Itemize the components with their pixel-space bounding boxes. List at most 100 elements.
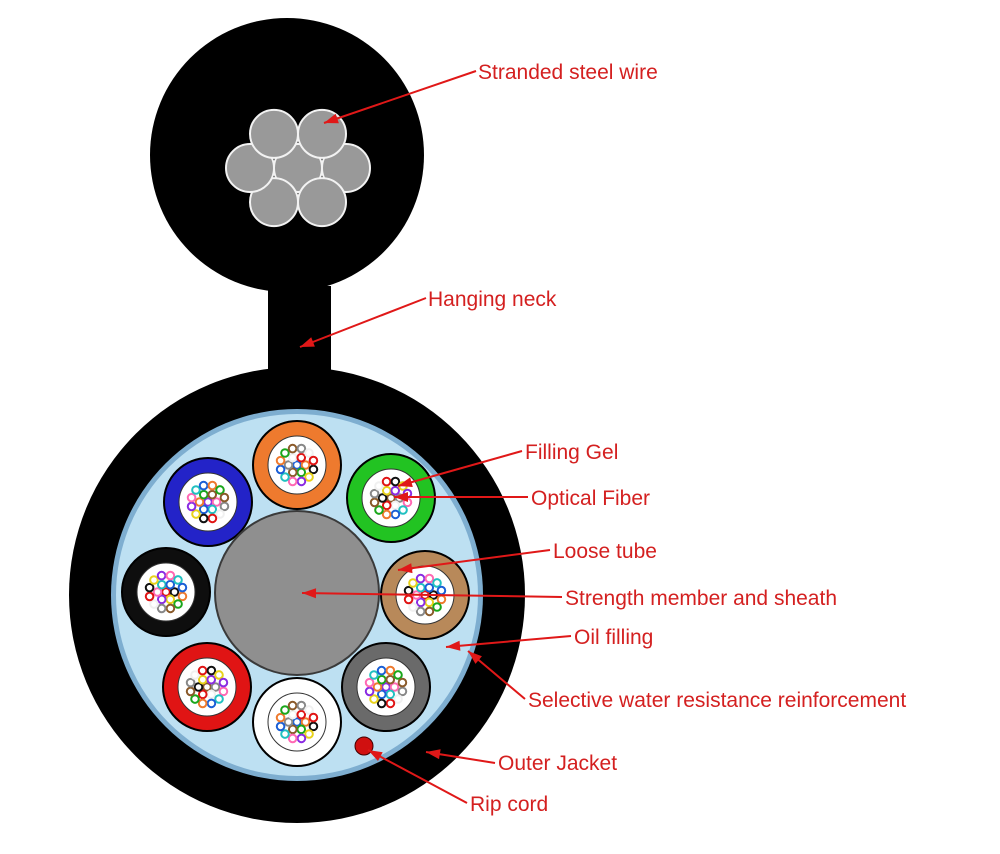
optical-fiber [397, 677, 408, 688]
leader-rip-cord-arrowhead [368, 750, 383, 762]
optical-fiber [300, 717, 311, 727]
optical-fiber [280, 472, 290, 482]
loose-tube-group [121, 420, 470, 767]
optical-fiber [304, 448, 314, 458]
leader-strength-member-arrowhead [302, 588, 317, 599]
optical-fiber [185, 686, 196, 697]
optical-fiber [169, 587, 180, 597]
optical-fiber [381, 485, 392, 496]
optical-fiber [292, 460, 302, 470]
label-outer-jacket: Outer Jacket [498, 752, 617, 775]
optical-fiber [156, 603, 167, 614]
optical-fiber [197, 689, 208, 700]
leader-hanging-neck-arrowhead [300, 337, 315, 347]
leader-stranded-steel-wire-arrowhead [324, 113, 339, 124]
optical-fiber [191, 485, 201, 495]
optical-fiber [161, 587, 171, 597]
optical-fiber [144, 582, 155, 593]
optical-fiber [376, 665, 387, 676]
leader-stranded-steel-wire [323, 70, 477, 124]
optical-fiber [207, 504, 218, 515]
optical-fiber [275, 464, 286, 475]
optical-fiber [206, 689, 217, 700]
optical-fiber [308, 712, 319, 723]
optical-fiber [381, 682, 391, 692]
optical-fiber [296, 733, 307, 744]
optical-fiber [308, 464, 319, 475]
optical-fiber [207, 489, 218, 500]
optical-fiber [308, 721, 319, 732]
loose-tube [121, 547, 211, 637]
optical-fiber [198, 513, 209, 524]
optical-fiber [206, 674, 217, 685]
optical-fiber [190, 670, 200, 680]
optical-fiber [389, 682, 400, 692]
optical-fiber [376, 689, 387, 700]
loose-tube [252, 420, 342, 510]
leader-loose-tube-arrowhead [398, 563, 413, 574]
steel-strand [321, 143, 371, 193]
label-rip-cord: Rip cord [470, 793, 548, 816]
optical-fiber [202, 682, 212, 692]
optical-fiber [415, 597, 426, 608]
optical-fiber [385, 698, 396, 709]
leader-rip-cord [367, 749, 468, 804]
optical-fiber [369, 670, 379, 680]
optical-fiber [397, 686, 408, 697]
optical-fiber [275, 455, 286, 466]
optical-fiber [304, 729, 314, 739]
steel-strand [297, 177, 347, 228]
optical-fiber [198, 504, 209, 515]
leader-water-resistance-arrowhead [468, 651, 482, 664]
optical-fiber [177, 582, 188, 593]
optical-fiber [185, 677, 196, 688]
label-optical-fiber: Optical Fiber [531, 487, 650, 510]
optical-fiber [173, 599, 183, 609]
optical-fiber [198, 489, 209, 500]
optical-fiber [173, 575, 183, 585]
optical-fiber [369, 488, 380, 499]
optical-fiber [386, 493, 396, 503]
optical-fiber [408, 602, 418, 612]
optical-fiber [207, 480, 218, 491]
label-strength-member: Strength member and sheath [565, 587, 837, 610]
optical-fiber [393, 670, 403, 680]
leader-lines [299, 70, 572, 804]
optical-fiber [206, 698, 217, 709]
optical-fiber [390, 485, 401, 496]
optical-fiber [214, 694, 224, 704]
optical-fiber [390, 476, 401, 487]
steel-strand [249, 177, 299, 228]
optical-fiber [424, 597, 435, 608]
optical-fiber [197, 698, 208, 709]
optical-fiber [374, 505, 384, 515]
optical-fiber [156, 594, 167, 605]
label-filling-gel: Filling Gel [525, 441, 618, 464]
optical-fiber [374, 481, 384, 491]
optical-fiber [193, 682, 204, 692]
optical-fiber [191, 509, 201, 519]
optical-fiber [292, 717, 302, 727]
optical-fiber [280, 705, 290, 715]
optical-fiber [197, 674, 208, 685]
optical-fiber [296, 724, 307, 735]
leader-optical-fiber-arrowhead [394, 492, 408, 502]
optical-fiber [275, 721, 286, 732]
optical-fiber [381, 509, 392, 520]
optical-fiber [280, 448, 290, 458]
optical-fiber [283, 717, 294, 727]
optical-fiber [207, 513, 218, 524]
label-hanging-neck: Hanging neck [428, 288, 557, 311]
optical-fiber [364, 677, 375, 688]
label-water-resistance: Selective water resistance reinforcement [528, 689, 906, 712]
optical-fiber [381, 500, 392, 511]
stranded-steel-wire-bundle [225, 108, 371, 228]
steel-strand [225, 143, 275, 193]
optical-fiber [165, 579, 176, 590]
leader-oil-filling-arrowhead [446, 640, 461, 651]
optical-fiber [390, 509, 401, 520]
optical-fiber [287, 443, 298, 454]
optical-fiber [214, 670, 224, 680]
optical-fiber [296, 709, 307, 720]
leader-filling-gel [397, 450, 523, 487]
